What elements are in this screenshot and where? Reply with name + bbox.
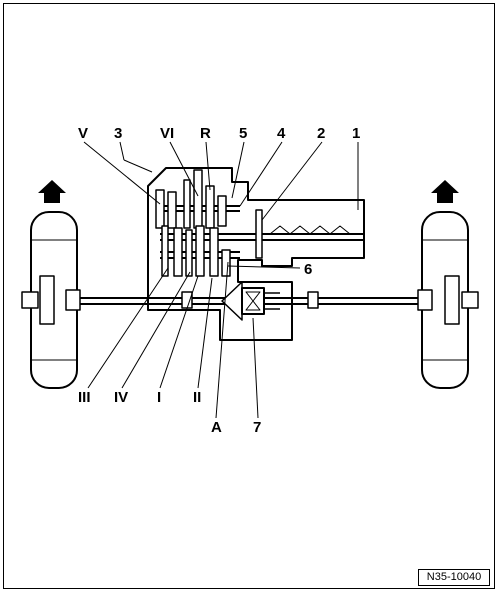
cv-joint-left-outer <box>65 289 81 311</box>
leader-lines <box>83 141 359 419</box>
label-VI: VI <box>160 125 174 142</box>
label-1: 1 <box>352 125 360 142</box>
right-wheel <box>421 211 479 389</box>
label-R: R <box>200 125 211 142</box>
label-III: III <box>78 389 91 406</box>
label-IV: IV <box>114 389 128 406</box>
input-shaft <box>160 209 364 259</box>
label-2: 2 <box>317 125 325 142</box>
label-6: 6 <box>304 261 312 278</box>
label-V: V <box>78 125 88 142</box>
label-II: II <box>193 389 201 406</box>
diagram-frame <box>3 3 495 589</box>
figure-code: N35-10040 <box>418 569 490 586</box>
label-5: 5 <box>239 125 247 142</box>
cv-joint-right-inner <box>307 291 319 309</box>
label-7: 7 <box>253 419 261 436</box>
differential <box>221 281 280 321</box>
label-A: A <box>211 419 222 436</box>
cv-joint-left-inner <box>181 291 193 309</box>
upper-gear-shaft <box>155 169 240 229</box>
arrow-up-icon <box>38 180 66 203</box>
left-wheel <box>21 211 78 389</box>
lower-gear-shaft <box>160 225 240 277</box>
label-4: 4 <box>277 125 286 142</box>
label-I: I <box>157 389 161 406</box>
label-3: 3 <box>114 125 122 142</box>
cv-joint-right-outer <box>417 289 433 311</box>
arrow-up-icon <box>431 180 459 203</box>
